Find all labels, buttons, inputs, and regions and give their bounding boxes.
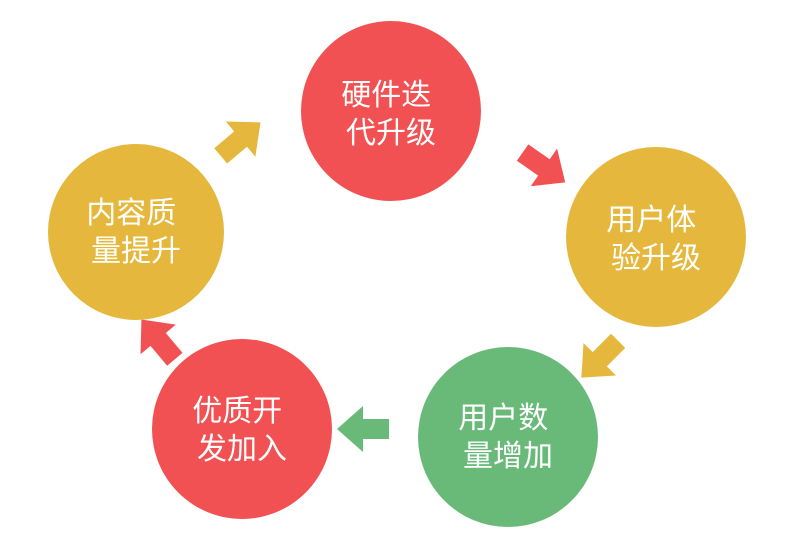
svg-text:用户数 量增加: 用户数 量增加 [458,401,558,474]
node-hardware-iteration-line2: 代升级 [346,116,436,151]
node-user-growth: 用户数 量增加 [418,347,598,527]
node-content-quality: 内容质 量提升 [48,144,224,320]
node-user-growth-line2: 量增加 [463,439,553,474]
node-hardware-iteration: 硬件迭 代升级 [301,21,481,201]
svg-text:用户体 验升级: 用户体 验升级 [606,203,706,276]
node-quality-developers-line1: 优质开 [192,394,282,429]
node-quality-developers-line2: 发加入 [197,432,287,467]
arrow-content-to-hardware [214,121,261,164]
node-user-experience-line2: 验升级 [611,241,701,276]
arrow-hardware-to-experience [516,144,566,187]
svg-text:优质开 发加入: 优质开 发加入 [192,394,292,467]
node-hardware-iteration-line1: 硬件迭 [341,78,431,113]
node-user-experience: 用户体 验升级 [566,147,746,327]
node-quality-developers: 优质开 发加入 [152,339,332,519]
node-content-quality-line2: 量提升 [91,234,181,269]
svg-text:硬件迭 代升级: 硬件迭 代升级 [341,78,441,151]
svg-text:内容质 量提升: 内容质 量提升 [86,196,186,269]
arrow-experience-to-growth [581,333,626,378]
arrow-developers-to-content [140,319,183,366]
arrow-growth-to-developers [337,406,389,452]
node-content-quality-line1: 内容质 [86,196,176,231]
node-user-experience-line1: 用户体 [606,203,696,238]
node-user-growth-line1: 用户数 [458,401,548,436]
